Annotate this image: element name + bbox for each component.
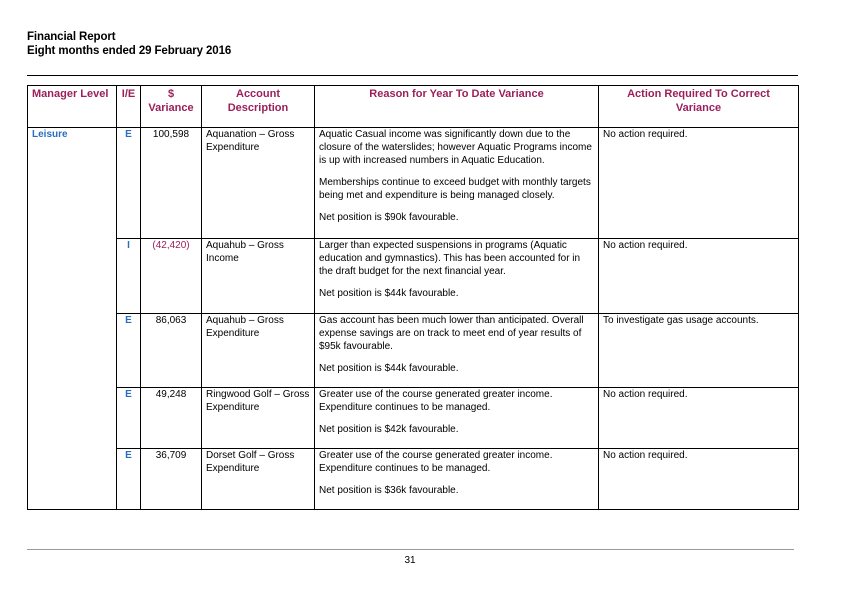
col-header-variance-line2: Variance — [148, 102, 194, 114]
reason-paragraph: Memberships continue to exceed budget wi… — [319, 177, 591, 201]
variance-cell: 86,063 — [140, 313, 202, 388]
footer-divider — [27, 549, 794, 550]
account-cell: Dorset Golf – Gross Expenditure — [201, 448, 315, 510]
variance-cell: 36,709 — [140, 448, 202, 510]
reason-paragraph: Larger than expected suspensions in prog… — [319, 240, 581, 277]
ie-cell: E — [116, 387, 141, 449]
col-header-account: Account Description — [201, 85, 315, 128]
header-divider — [27, 75, 798, 76]
manager-level-cell: Leisure — [27, 127, 117, 510]
table-row: E 36,709 Dorset Golf – Gross Expenditure… — [28, 448, 799, 510]
reason-paragraph: Net position is $90k favourable. — [319, 212, 459, 223]
action-cell: No action required. — [598, 387, 799, 449]
action-cell: To investigate gas usage accounts. — [598, 313, 799, 388]
reason-paragraph: Net position is $44k favourable. — [319, 288, 459, 299]
reason-paragraph: Gas account has been much lower than ant… — [319, 315, 584, 352]
action-cell: No action required. — [598, 448, 799, 510]
action-cell: No action required. — [598, 238, 799, 314]
variance-cell: 49,248 — [140, 387, 202, 449]
reason-paragraph: Greater use of the course generated grea… — [319, 389, 553, 413]
account-cell: Ringwood Golf – Gross Expenditure — [201, 387, 315, 449]
ie-cell: E — [116, 313, 141, 388]
reason-cell: Larger than expected suspensions in prog… — [314, 238, 599, 314]
reason-paragraph: Net position is $36k favourable. — [319, 485, 459, 496]
variance-cell: 100,598 — [140, 127, 202, 239]
col-header-ie: I/E — [116, 85, 141, 128]
reason-cell: Greater use of the course generated grea… — [314, 448, 599, 510]
table-row: Leisure E 100,598 Aquanation – Gross Exp… — [27, 127, 799, 510]
col-header-account-line1: Account — [236, 88, 280, 100]
reason-paragraph: Net position is $44k favourable. — [319, 363, 459, 374]
action-cell: No action required. — [598, 127, 799, 239]
col-header-action-line1: Action Required To Correct — [627, 88, 770, 100]
reason-cell: Aquatic Casual income was significantly … — [314, 127, 599, 239]
reason-paragraph: Net position is $42k favourable. — [319, 424, 459, 435]
ie-cell: E — [116, 127, 141, 239]
col-header-action-line2: Variance — [675, 102, 722, 114]
col-header-variance: $ Variance — [140, 85, 202, 128]
reason-paragraph: Aquatic Casual income was significantly … — [319, 129, 592, 166]
col-header-reason: Reason for Year To Date Variance — [314, 85, 599, 128]
page-number: 31 — [404, 555, 416, 566]
reason-cell: Greater use of the course generated grea… — [314, 387, 599, 449]
variance-table: Manager Level I/E $ Variance Account Des… — [27, 85, 799, 510]
table-row: I (42,420) Aquahub – Gross Income Larger… — [28, 238, 799, 314]
ie-cell: I — [116, 238, 141, 314]
table-row: E 86,063 Aquahub – Gross Expenditure Gas… — [28, 313, 799, 388]
col-header-manager-level: Manager Level — [27, 85, 117, 128]
col-header-account-line2: Description — [227, 102, 289, 114]
table-row: E 49,248 Ringwood Golf – Gross Expenditu… — [28, 387, 799, 449]
col-header-action: Action Required To Correct Variance — [598, 85, 799, 128]
table-header-row: Manager Level I/E $ Variance Account Des… — [27, 85, 799, 128]
report-period: Eight months ended 29 February 2016 — [27, 45, 232, 57]
account-cell: Aquanation – Gross Expenditure — [201, 127, 315, 239]
variance-cell: (42,420) — [140, 238, 202, 314]
report-header: Financial Report Eight months ended 29 F… — [27, 30, 231, 58]
report-title: Financial Report — [27, 31, 116, 43]
account-cell: Aquahub – Gross Expenditure — [201, 313, 315, 388]
reason-cell: Gas account has been much lower than ant… — [314, 313, 599, 388]
ie-cell: E — [116, 448, 141, 510]
reason-paragraph: Greater use of the course generated grea… — [319, 450, 553, 474]
account-cell: Aquahub – Gross Income — [201, 238, 315, 314]
col-header-variance-line1: $ — [167, 88, 175, 100]
